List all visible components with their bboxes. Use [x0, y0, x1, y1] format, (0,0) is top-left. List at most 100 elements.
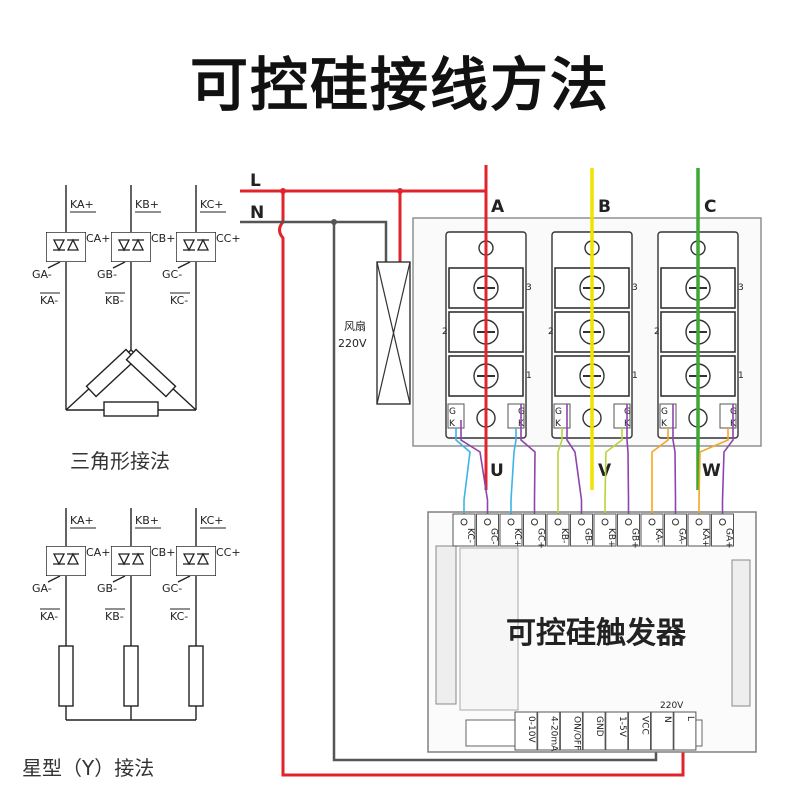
kb-minus-label: KB- — [105, 294, 124, 307]
kc-minus-label: KC- — [170, 294, 188, 307]
module-pin-label: K — [661, 419, 668, 429]
star-ka-minus-label: KA- — [40, 610, 58, 623]
top-terminal: GA- — [664, 513, 687, 547]
top-terminal-label: KB- — [559, 528, 569, 543]
trigger-wire — [604, 428, 623, 514]
phase-a-label: A — [491, 197, 505, 217]
top-terminal: GB- — [570, 513, 593, 547]
top-terminal: GB+ — [617, 513, 640, 549]
terminal-number: 1 — [632, 371, 638, 381]
star-ga-minus-label: GA- — [32, 582, 52, 595]
scr-c-icon — [176, 232, 216, 262]
terminal-number: 1 — [738, 371, 744, 381]
star-load-c — [188, 645, 204, 707]
top-terminal-label: KC+ — [512, 528, 522, 547]
star-kb-plus-label: KB+ — [135, 514, 159, 527]
star-scr-a-icon — [46, 546, 86, 576]
trigger-wire — [566, 404, 583, 514]
top-terminal-label: KA+ — [700, 528, 710, 547]
star-kc-plus-label: KC+ — [200, 514, 224, 527]
bottom-terminal-label: N — [662, 716, 672, 723]
top-terminal: KC- — [452, 513, 476, 547]
trigger-wire — [520, 404, 536, 514]
module-pin-label: G — [555, 407, 562, 417]
load-resistor-bottom — [103, 401, 159, 417]
bottom-terminal: N — [650, 711, 674, 751]
phase-b-label: B — [598, 197, 611, 217]
module-pin-label: K — [449, 419, 456, 429]
top-terminal-label: GA- — [677, 528, 687, 544]
kb-plus-label: KB+ — [135, 198, 159, 211]
star-cc-plus-label: CC+ — [216, 546, 241, 559]
delta-caption: 三角形接法 — [70, 449, 170, 473]
star-cb-plus-label: CB+ — [151, 546, 175, 559]
load-resistor-left — [85, 348, 137, 398]
top-terminal-label: KC- — [465, 528, 475, 543]
star-ca-plus-label: CA+ — [86, 546, 110, 559]
bottom-terminal: VCC — [628, 711, 651, 751]
top-terminal-label: GC+ — [536, 528, 546, 549]
trigger-label: 可控硅触发器 — [506, 616, 687, 651]
trigger-wire — [455, 428, 471, 514]
trigger-wire — [672, 404, 677, 514]
neutral-label: N — [250, 203, 264, 223]
top-terminal: KB- — [546, 513, 570, 547]
trigger-wire — [651, 428, 669, 514]
bottom-terminal-label: ON/OFF — [571, 716, 581, 750]
phase-c-label: C — [704, 197, 716, 217]
star-caption: 星型（Y）接法 — [22, 756, 154, 780]
trigger-wire — [510, 428, 517, 514]
terminal-number: 1 — [526, 371, 532, 381]
fan-voltage: 220V — [338, 337, 367, 350]
bottom-terminal-label: 0-10V — [526, 716, 536, 743]
load-resistor-right — [125, 348, 177, 398]
trigger-wire — [460, 420, 489, 514]
live-label: L — [250, 171, 261, 191]
terminal-number: 3 — [632, 283, 638, 293]
terminal-number: 2 — [654, 327, 660, 337]
star-ka-plus-label: KA+ — [70, 514, 94, 527]
terminal-number: 2 — [548, 327, 554, 337]
bottom-terminal: 0-10V — [514, 711, 538, 751]
fan: 风扇 220V — [338, 261, 411, 405]
fan-label: 风扇 — [344, 319, 366, 333]
bottom-terminal: L — [673, 711, 697, 751]
star-load-a — [58, 645, 74, 707]
module-pin-label: G — [449, 407, 456, 417]
terminal-number: 2 — [442, 327, 448, 337]
bottom-terminal-label: GND — [594, 716, 604, 737]
star-gb-minus-label: GB- — [97, 582, 117, 595]
module-pin-label: K — [555, 419, 562, 429]
star-kb-minus-label: KB- — [105, 610, 124, 623]
delta-diagram: KA+ KB+ KC+ CA+ CB+ CC+ GA- GB- GC- KA- … — [32, 185, 241, 473]
bottom-terminal: GND — [582, 711, 606, 751]
top-terminal-label: GA+ — [724, 528, 734, 549]
bottom-terminal-label: VCC — [640, 716, 650, 735]
trigger-wire — [721, 404, 734, 514]
ka-plus-label: KA+ — [70, 198, 94, 211]
ka-minus-label: KA- — [40, 294, 58, 307]
bottom-terminal: ON/OFF — [559, 711, 583, 751]
bottom-terminal: 1-5V — [605, 711, 629, 751]
ca-plus-label: CA+ — [86, 232, 110, 245]
star-load-b — [123, 645, 139, 707]
top-terminal-label: KB+ — [606, 528, 616, 548]
module-pin-label: G — [661, 407, 668, 417]
top-terminal: GC+ — [523, 513, 546, 549]
star-scr-b-icon — [111, 546, 151, 576]
terminal-number: 3 — [526, 283, 532, 293]
kc-plus-label: KC+ — [200, 198, 224, 211]
bottom-terminal-label: 4-20mA — [549, 716, 559, 752]
star-diagram: KA+ KB+ KC+ CA+ CB+ CC+ GA- GB- GC- KA- … — [22, 508, 241, 780]
phase-wires: A B C U V W — [484, 165, 721, 490]
bottom-terminal: 4-20mA — [537, 711, 561, 752]
top-terminal-label: GB+ — [630, 528, 640, 549]
scr-a-icon — [46, 232, 86, 262]
phase-w-label: W — [702, 461, 721, 481]
gb-minus-label: GB- — [97, 268, 117, 281]
top-terminal: KA+ — [687, 513, 711, 547]
star-scr-c-icon — [176, 546, 216, 576]
phase-u-label: U — [490, 461, 504, 481]
cc-plus-label: CC+ — [216, 232, 241, 245]
